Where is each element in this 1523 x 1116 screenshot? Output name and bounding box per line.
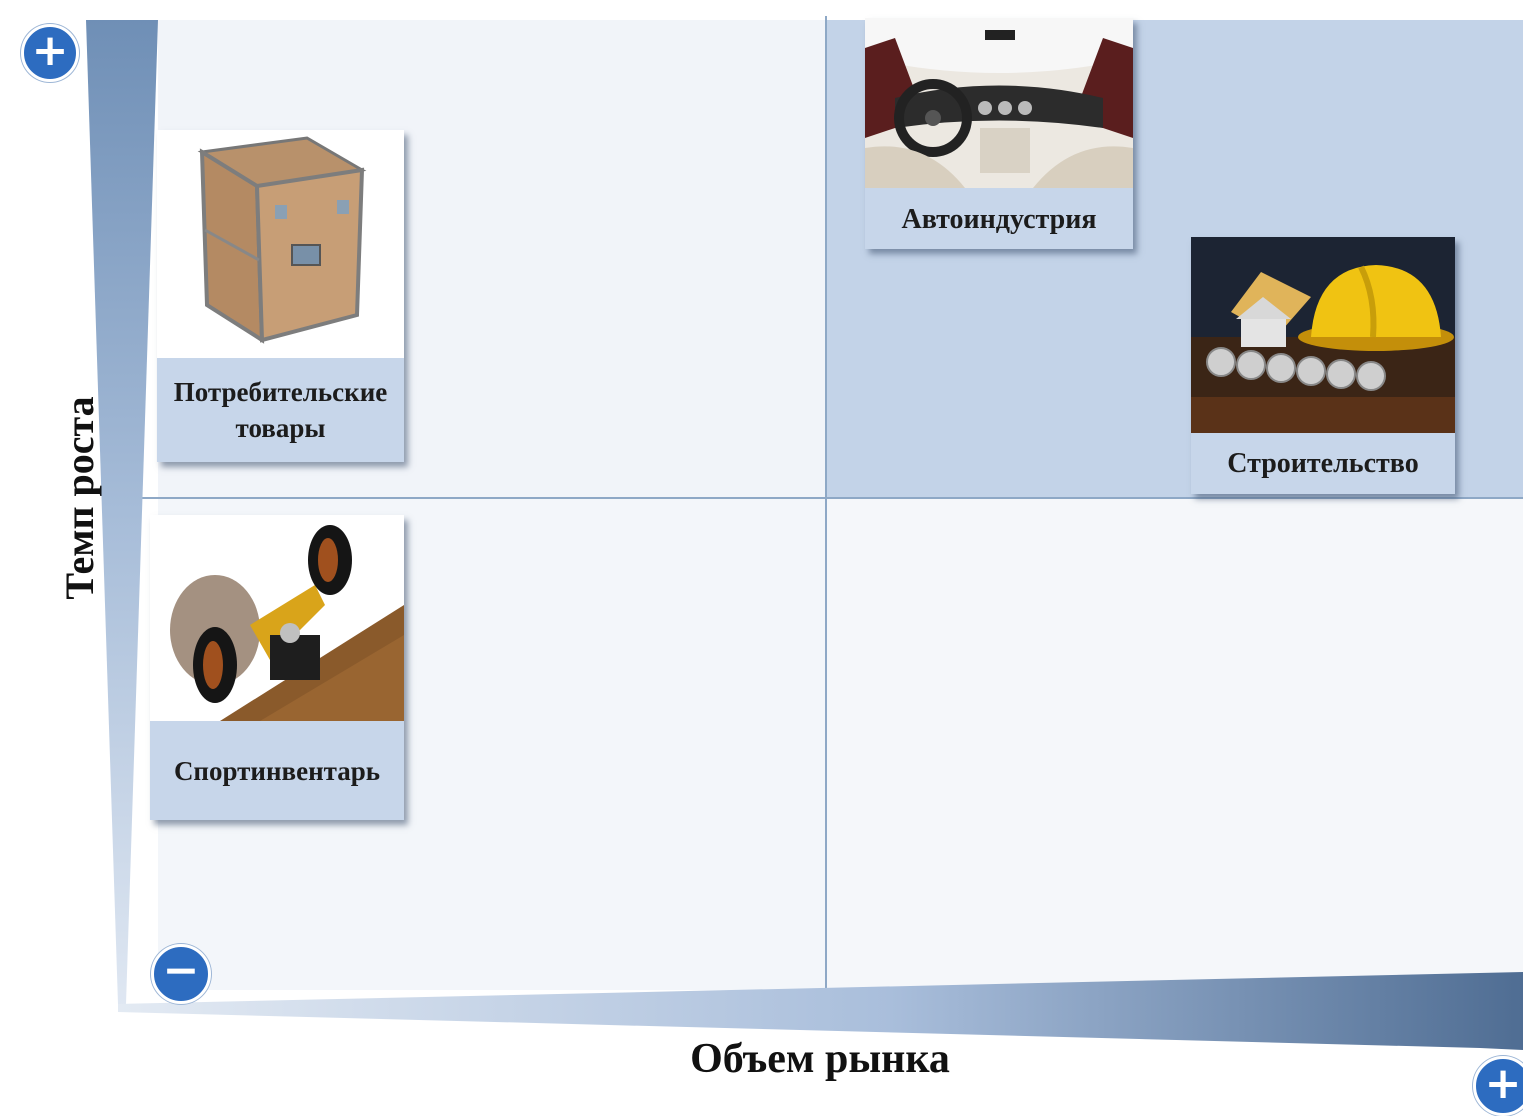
x-axis-plus-icon: + — [1473, 1056, 1523, 1116]
card-auto-industry: Автоиндустрия — [865, 18, 1133, 249]
horizontal-divider — [130, 497, 1523, 499]
card-label: Спортинвентарь — [173, 755, 381, 786]
card-label: Потребительские товары — [173, 377, 388, 443]
y-axis-plus-icon: + — [21, 24, 79, 82]
car-interior-icon — [865, 18, 1133, 188]
equipment-case-icon — [157, 130, 404, 358]
card-label: Строительство — [1227, 448, 1419, 479]
card-sports-equipment: Спортинвентарь — [150, 515, 404, 820]
origin-minus-icon: − — [151, 944, 211, 1004]
vertical-divider — [825, 16, 827, 992]
skateboard-icon — [150, 515, 404, 721]
card-label: Автоиндустрия — [901, 203, 1097, 235]
x-axis-title: Объем рынка — [690, 1036, 950, 1082]
quadrant-bottom-right — [826, 498, 1523, 990]
y-axis-title: Темп роста — [57, 396, 102, 600]
card-construction: Строительство — [1191, 237, 1455, 494]
hard-hat-icon — [1191, 237, 1455, 433]
card-consumer-goods: Потребительские товары — [157, 130, 404, 462]
